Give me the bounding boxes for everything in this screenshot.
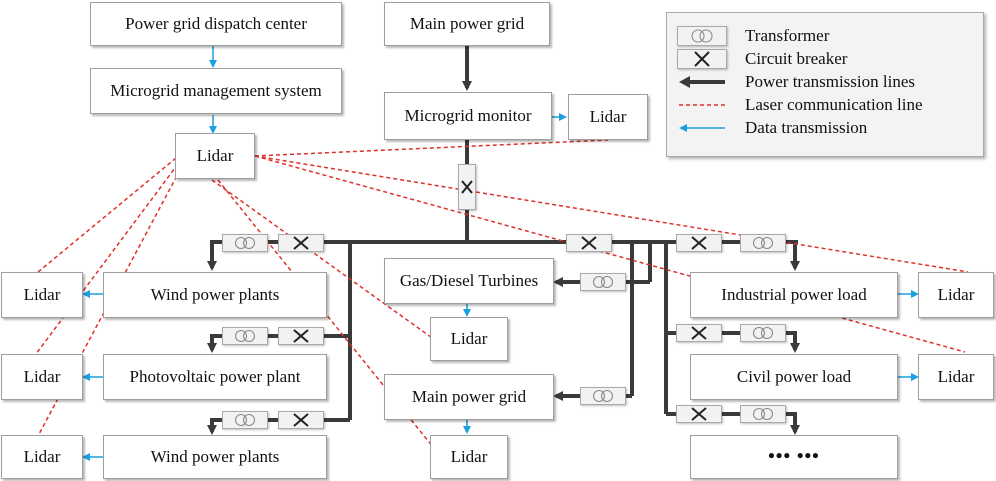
legend-item-transformer: Transformer [667,25,983,47]
laser-line-to-left-lidar-1 [37,157,177,273]
more-loads-box: ••• ••• [690,435,898,479]
legend-item-laser-line: Laser communication line [667,94,983,116]
laser-line-to-monitor-lidar [254,139,609,157]
mms-box: Microgrid management system [90,68,342,114]
laser-line-to-left-lidar-2 [35,163,179,355]
circuit-breaker-icon [278,327,324,345]
laser-line-to-grid-lidar [217,179,438,453]
circuit-breaker-icon [676,234,722,252]
legend-label-data-line: Data transmission [745,118,868,137]
transformer-icon [677,26,727,46]
legend-item-breaker: Circuit breaker [667,48,983,70]
lidar-industrial-box: Lidar [918,272,994,318]
transformer-icon [740,405,786,423]
civil-load-box: Civil power load [690,354,898,400]
data-line-symbol [679,124,725,132]
legend-label-power-line: Power transmission lines [745,72,915,91]
power-line-symbol [679,76,725,88]
legend-label-laser-line: Laser communication line [745,95,923,114]
laser-line-to-gas-lidar [211,179,436,341]
lidar-grid-box: Lidar [430,435,508,479]
lidar-civil-box: Lidar [918,354,994,400]
transformer-icon [222,234,268,252]
lidar-left-2-box: Lidar [1,354,83,400]
dispatch-center-box: Power grid dispatch center [90,2,342,46]
legend-label-breaker: Circuit breaker [745,49,848,68]
main-grid-mid-box: Main power grid [384,374,554,420]
transformer-icon [740,234,786,252]
industrial-load-box: Industrial power load [690,272,898,318]
transformer-icon [222,327,268,345]
legend-item-power-line: Power transmission lines [667,71,983,93]
lidar-gas-box: Lidar [430,317,508,361]
lidar-left-3-box: Lidar [1,435,83,479]
circuit-breaker-icon [278,411,324,429]
transformer-icon [740,324,786,342]
circuit-breaker-icon [278,234,324,252]
lidar-left-1-box: Lidar [1,272,83,318]
circuit-breaker-icon [566,234,612,252]
transformer-icon [580,387,626,405]
transformer-icon [580,273,626,291]
microgrid-monitor-box: Microgrid monitor [384,92,552,140]
circuit-breaker-icon [458,164,476,210]
gas-diesel-box: Gas/Diesel Turbines [384,258,554,304]
circuit-breaker-icon [676,405,722,423]
wind-plants-2-box: Wind power plants [103,435,327,479]
lidar-monitor-box: Lidar [568,94,648,140]
legend-item-data-line: Data transmission [667,117,983,139]
lidar-center-box: Lidar [175,133,255,179]
legend-label-transformer: Transformer [745,26,830,45]
transformer-icon [222,411,268,429]
laser-line-symbol [679,104,725,106]
pv-plant-box: Photovoltaic power plant [103,354,327,400]
circuit-breaker-icon [677,49,727,69]
main-grid-top-box: Main power grid [384,2,550,46]
circuit-breaker-icon [676,324,722,342]
laser-line-to-industrial-lidar [254,155,969,273]
legend: Transformer Circuit breaker Power transm… [666,12,984,157]
wind-plants-1-box: Wind power plants [103,272,327,318]
laser-line-to-civil-lidar [254,155,966,353]
